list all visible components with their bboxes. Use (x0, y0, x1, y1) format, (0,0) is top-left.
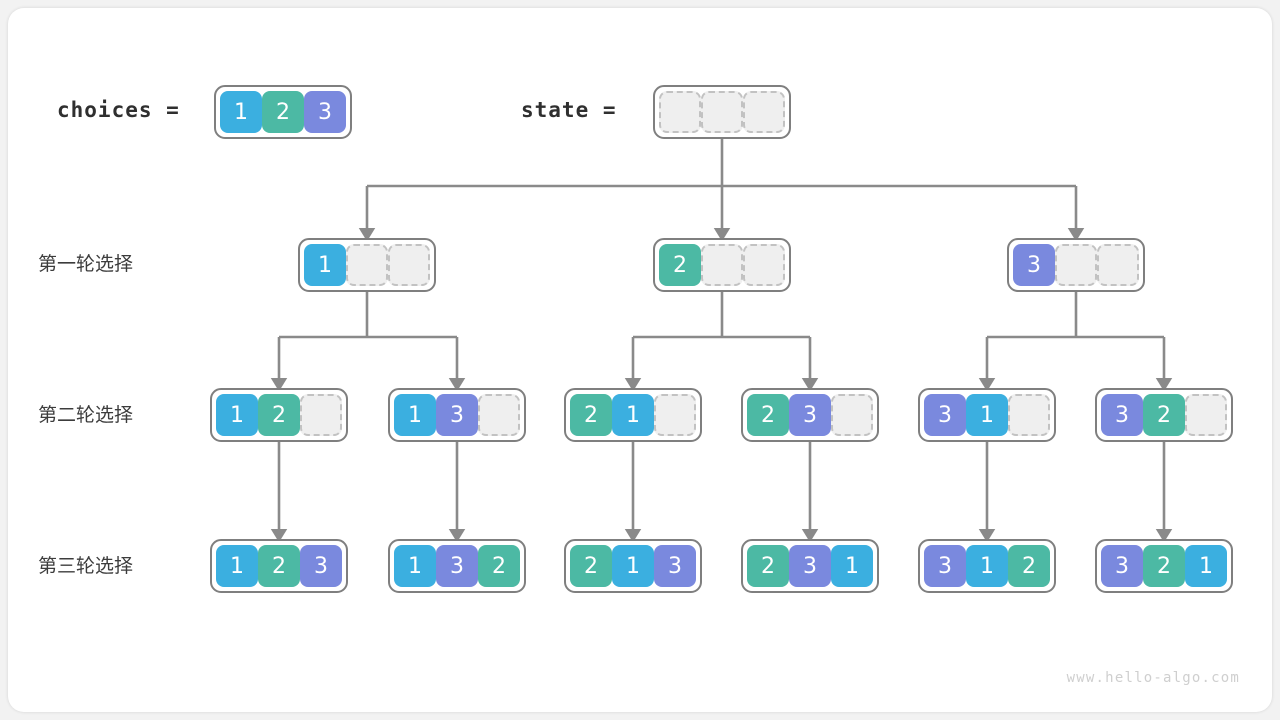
round2-3-empty-cell-2 (831, 394, 873, 436)
round2-0-cell-1: 2 (258, 394, 300, 436)
round1-1-empty-cell-1 (701, 244, 743, 286)
round1-0-cell-0: 1 (304, 244, 346, 286)
round2-4-cell-1: 1 (966, 394, 1008, 436)
round2-2-cell-0: 2 (570, 394, 612, 436)
round1-node-0: 1 (298, 238, 436, 292)
round3-4-cell-1: 1 (966, 545, 1008, 587)
round3-0-cell-1: 2 (258, 545, 300, 587)
row-label-round-2: 第二轮选择 (38, 404, 134, 426)
round2-1-empty-cell-2 (478, 394, 520, 436)
round3-0-cell-2: 3 (300, 545, 342, 587)
round3-0-cell-0: 1 (216, 545, 258, 587)
round3-5-cell-0: 3 (1101, 545, 1143, 587)
round2-5-empty-cell-2 (1185, 394, 1227, 436)
diagram-card (8, 8, 1272, 712)
choices-cell-2: 3 (304, 91, 346, 133)
round2-2-cell-1: 1 (612, 394, 654, 436)
round2-1-cell-0: 1 (394, 394, 436, 436)
round3-1-cell-0: 1 (394, 545, 436, 587)
round1-0-empty-cell-1 (346, 244, 388, 286)
state-array (653, 85, 791, 139)
round3-2-cell-1: 1 (612, 545, 654, 587)
round3-5-cell-1: 2 (1143, 545, 1185, 587)
round3-2-cell-0: 2 (570, 545, 612, 587)
choices-label: choices = (57, 98, 180, 122)
round2-4-cell-0: 3 (924, 394, 966, 436)
round1-node-2: 3 (1007, 238, 1145, 292)
round3-3-cell-0: 2 (747, 545, 789, 587)
round3-1-cell-1: 3 (436, 545, 478, 587)
choices-cell-0: 1 (220, 91, 262, 133)
round3-1-cell-2: 2 (478, 545, 520, 587)
state-label: state = (521, 98, 617, 122)
round1-2-empty-cell-1 (1055, 244, 1097, 286)
round3-5-cell-2: 1 (1185, 545, 1227, 587)
choices-cell-1: 2 (262, 91, 304, 133)
round2-3-cell-1: 3 (789, 394, 831, 436)
state-empty-cell-0 (659, 91, 701, 133)
round2-2-empty-cell-2 (654, 394, 696, 436)
round3-4-cell-0: 3 (924, 545, 966, 587)
round1-2-empty-cell-2 (1097, 244, 1139, 286)
round2-0-cell-0: 1 (216, 394, 258, 436)
round2-1-cell-1: 3 (436, 394, 478, 436)
round2-3-cell-0: 2 (747, 394, 789, 436)
round1-1-empty-cell-2 (743, 244, 785, 286)
round2-0-empty-cell-2 (300, 394, 342, 436)
watermark: www.hello-algo.com (1066, 670, 1240, 686)
round2-5-cell-0: 3 (1101, 394, 1143, 436)
row-label-round-3: 第三轮选择 (38, 555, 134, 577)
round1-node-1: 2 (653, 238, 791, 292)
state-empty-cell-1 (701, 91, 743, 133)
round3-3-cell-2: 1 (831, 545, 873, 587)
state-empty-cell-2 (743, 91, 785, 133)
round1-0-empty-cell-2 (388, 244, 430, 286)
round3-2-cell-2: 3 (654, 545, 696, 587)
round3-4-cell-2: 2 (1008, 545, 1050, 587)
round2-4-empty-cell-2 (1008, 394, 1050, 436)
row-label-round-1: 第一轮选择 (38, 253, 134, 275)
round1-1-cell-0: 2 (659, 244, 701, 286)
round3-3-cell-1: 3 (789, 545, 831, 587)
round1-2-cell-0: 3 (1013, 244, 1055, 286)
round2-5-cell-1: 2 (1143, 394, 1185, 436)
